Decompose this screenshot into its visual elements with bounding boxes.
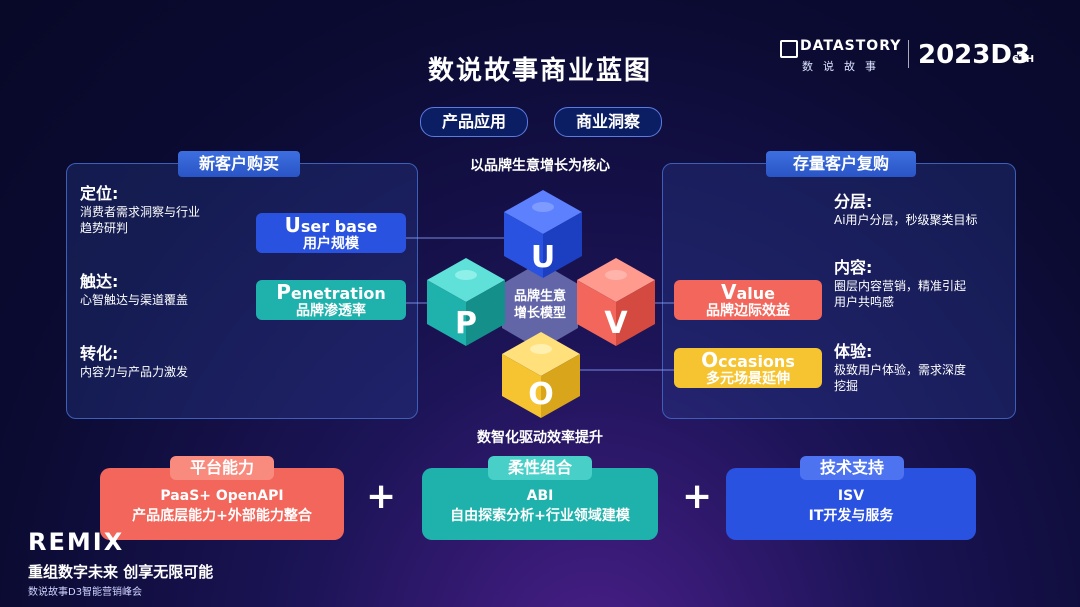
remix-logo: REMIX [28,528,125,556]
p-cube-icon: P [427,258,505,346]
value-box: Value 品牌边际效益 [674,280,822,320]
section-text: Ai用户分层，秒级聚类目标 [834,213,978,227]
tech-support-box: ISV IT开发与服务 [726,468,976,540]
occasions-cn: 多元场景延伸 [706,371,790,387]
box-line1: PaaS+ OpenAPI [160,488,284,504]
left-section-conversion: 转化: 内容力与产品力激发 [80,340,188,380]
section-heading: 转化: [80,344,119,363]
plus-sign: + [366,476,397,517]
section-text: 极致用户体验，需求深度 [834,363,967,377]
center-hexagon [502,262,578,350]
flexible-combo-tag: 柔性组合 [488,456,592,480]
section-text: 消费者需求洞察与行业 [80,205,201,219]
penetration-rest: enetration [290,284,386,303]
box-line1: ABI [526,488,554,504]
value-cn: 品牌边际效益 [706,303,790,319]
plus-sign: + [682,476,713,517]
page-title: 数说故事商业蓝图 [427,56,652,86]
v-cube-icon: V [577,258,655,346]
right-section-layering: 分层: Ai用户分层，秒级聚类目标 [834,188,978,228]
core-label: 以品牌生意增长为核心 [470,158,610,174]
section-heading: 体验: [834,342,873,361]
slogan: 重组数字未来 创享无限可能 [28,563,214,581]
occasions-initial: O [701,348,719,372]
section-text: 心智触达与渠道覆盖 [80,293,189,307]
cube-letter-v: V [604,306,628,341]
right-section-content: 内容: 圈层内容营销，精准引起 用户共鸣感 [834,254,966,310]
box-line2: 产品底层能力+外部能力整合 [132,508,312,524]
box-line2: 自由探索分析+行业领域建模 [450,508,630,524]
value-rest: alue [736,284,775,303]
penetration-initial: P [276,280,291,304]
box-line1: ISV [837,488,865,504]
connector-lines [406,237,674,371]
logo-brand-cn: 数说故事 [802,60,886,73]
section-heading: 分层: [834,192,873,211]
tech-support-tag: 技术支持 [800,456,904,480]
section-heading: 内容: [834,258,873,277]
section-text: 趋势研判 [80,221,129,235]
left-section-positioning: 定位: 消费者需求洞察与行业 趋势研判 [80,180,200,236]
section-text: 挖掘 [834,379,859,393]
cube-letter-u: U [531,240,555,275]
section-text: 内容力与产品力激发 [80,365,189,379]
penetration-box: Penetration 品牌渗透率 [256,280,406,320]
user-base-cn: 用户规模 [303,236,359,252]
sub-slogan: 数说故事D3智能营销峰会 [28,587,143,598]
u-cube-icon: U [504,190,582,278]
penetration-cn: 品牌渗透率 [296,303,366,319]
user-base-rest: ser base [300,217,378,236]
new-customer-label: 新客户购买 [178,151,300,177]
center-model-line2: 增长模型 [514,305,566,321]
value-initial: V [720,280,737,304]
pill-product-application: 产品应用 [420,107,528,137]
section-text: 用户共鸣感 [834,295,895,309]
logo-brand: DATASTORY [800,38,902,54]
logo-divider [908,40,909,68]
logo-edition: 6TH [1012,54,1035,65]
section-text: 圈层内容营销，精准引起 [834,279,967,293]
existing-customer-label: 存量客户复购 [766,151,916,177]
platform-capability-box: PaaS+ OpenAPI 产品底层能力+外部能力整合 [100,468,344,540]
center-model-line1: 品牌生意 [514,288,566,304]
occasions-rest: ccasions [718,352,795,371]
cube-letter-o: O [528,377,554,412]
efficiency-label: 数智化驱动效率提升 [477,430,603,446]
box-line2: IT开发与服务 [808,508,894,524]
o-cube-icon: O [502,332,580,418]
platform-capability-tag: 平台能力 [170,456,274,480]
datastory-logo-icon [780,40,798,58]
pill-business-insight: 商业洞察 [554,107,662,137]
user-base-box: User base 用户规模 [256,213,406,253]
right-section-experience: 体验: 极致用户体验，需求深度 挖掘 [834,338,966,394]
cube-letter-p: P [455,306,477,341]
left-section-reach: 触达: 心智触达与渠道覆盖 [80,268,188,308]
occasions-box: Occasions 多元场景延伸 [674,348,822,388]
flexible-combo-box: ABI 自由探索分析+行业领域建模 [422,468,658,540]
section-heading: 触达: [80,272,119,291]
logo-year: 2023D3 [918,40,1031,70]
brand-logo: DATASTORY 数说故事 2023D3 6TH [780,38,1040,78]
user-base-initial: U [284,213,301,237]
section-heading: 定位: [80,184,119,203]
